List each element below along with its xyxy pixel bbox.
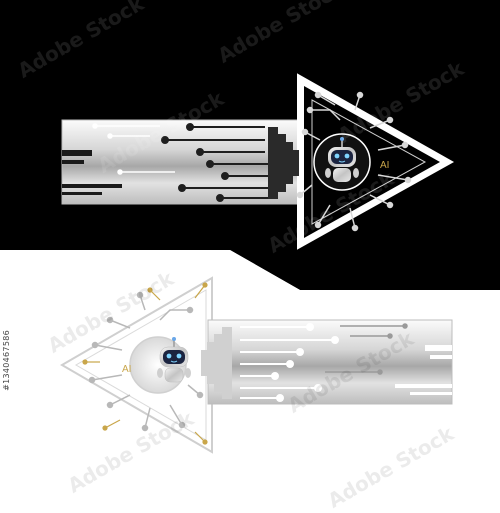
illustration-canvas: AI bbox=[0, 0, 500, 454]
stock-id-label: #1340467586 bbox=[2, 330, 11, 391]
robot-icon-top bbox=[325, 137, 359, 182]
ai-badge-top: AI bbox=[380, 160, 389, 171]
circuit-icon bbox=[161, 123, 268, 202]
arrow-left-icon: AI bbox=[60, 276, 453, 454]
arrow-left-shaft bbox=[207, 319, 453, 405]
arrow-right-icon: AI bbox=[61, 73, 455, 250]
ai-badge-bottom: AI bbox=[122, 364, 131, 375]
robot-icon-bottom bbox=[157, 337, 191, 383]
